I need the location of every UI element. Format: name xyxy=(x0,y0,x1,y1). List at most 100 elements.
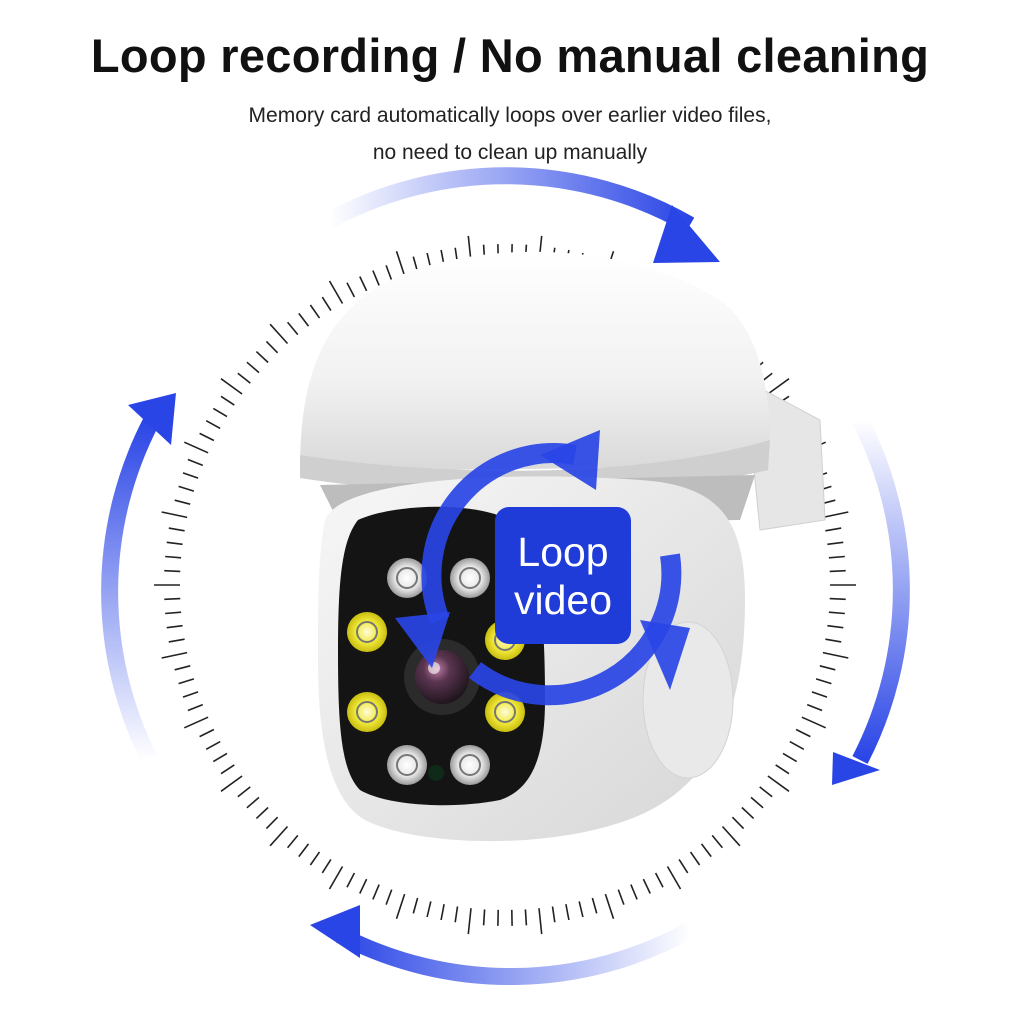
tick-mark xyxy=(269,825,289,847)
tick-mark xyxy=(591,897,598,914)
tick-mark xyxy=(551,906,556,923)
tick-mark xyxy=(205,419,221,430)
tick-mark xyxy=(246,796,260,809)
tick-mark xyxy=(255,806,269,819)
tick-mark xyxy=(678,858,689,874)
tick-mark xyxy=(212,407,228,418)
tick-mark xyxy=(828,555,845,559)
tick-mark xyxy=(328,280,344,304)
yellow-led-icon xyxy=(485,692,525,732)
tick-mark xyxy=(412,897,419,914)
tick-mark xyxy=(321,296,332,312)
tick-mark xyxy=(372,270,380,286)
tick-mark xyxy=(182,691,199,698)
tick-mark xyxy=(321,858,332,874)
tick-mark xyxy=(721,825,741,847)
tick-mark xyxy=(286,834,299,849)
tick-mark xyxy=(395,893,406,920)
tick-mark xyxy=(187,703,204,712)
tick-mark xyxy=(806,703,823,712)
tick-mark xyxy=(822,511,849,519)
white-led-icon xyxy=(450,558,490,598)
tick-mark xyxy=(165,611,182,615)
loop-video-badge: Loop video xyxy=(495,507,631,644)
tick-mark xyxy=(741,806,755,819)
led-ring xyxy=(459,754,481,776)
led-ring xyxy=(396,754,418,776)
tick-mark xyxy=(775,764,790,775)
tick-mark xyxy=(426,901,432,918)
tick-mark xyxy=(164,569,181,573)
tick-mark xyxy=(654,872,664,888)
page-title: Loop recording / No manual cleaning xyxy=(90,29,930,82)
tick-mark xyxy=(385,889,393,905)
tick-mark xyxy=(255,351,269,364)
tick-mark xyxy=(795,728,811,738)
led-ring xyxy=(396,567,418,589)
security-camera-icon xyxy=(300,251,826,842)
badge-line-2: video xyxy=(513,576,612,623)
tick-mark xyxy=(237,786,251,798)
tick-mark xyxy=(359,878,368,894)
tick-mark xyxy=(237,372,251,384)
tick-mark xyxy=(815,678,832,685)
tick-mark xyxy=(829,569,846,573)
tick-mark xyxy=(829,597,846,601)
tick-mark xyxy=(767,378,790,395)
tick-mark xyxy=(183,716,209,729)
tick-mark xyxy=(212,752,228,763)
tick-mark xyxy=(161,651,188,659)
tick-mark xyxy=(711,834,724,849)
tick-mark xyxy=(164,597,181,601)
tick-mark xyxy=(269,323,289,345)
tick-mark xyxy=(759,786,773,798)
subtitle-line-1: Memory card automatically loops over ear… xyxy=(248,104,772,127)
yellow-led-icon xyxy=(347,612,387,652)
tick-mark xyxy=(199,728,215,738)
tick-mark xyxy=(825,638,842,643)
yellow-led-icon xyxy=(347,692,387,732)
tick-mark xyxy=(767,775,790,792)
tick-mark xyxy=(467,908,472,935)
led-ring xyxy=(356,701,378,723)
badge-line-1: Loop xyxy=(517,528,609,575)
circular-arrows-icon xyxy=(101,167,910,986)
led-ring xyxy=(356,621,378,643)
tick-mark xyxy=(819,665,836,671)
tick-mark xyxy=(220,775,243,792)
tick-mark xyxy=(168,527,185,532)
page-subtitle: Memory card automatically loops over ear… xyxy=(0,97,1020,171)
white-led-icon xyxy=(387,745,427,785)
tick-mark xyxy=(604,893,615,920)
white-led-icon xyxy=(387,558,427,598)
tick-mark xyxy=(346,872,356,888)
tick-mark xyxy=(168,638,185,643)
white-led-icon xyxy=(450,745,490,785)
tick-mark xyxy=(782,752,798,763)
tick-mark xyxy=(178,678,195,685)
tick-mark xyxy=(309,851,321,866)
tick-mark xyxy=(666,866,682,890)
tick-mark xyxy=(700,843,712,858)
tick-mark xyxy=(174,665,191,671)
tick-mark xyxy=(811,691,828,698)
tick-mark xyxy=(183,441,209,454)
tick-mark xyxy=(265,816,279,830)
tick-mark xyxy=(286,321,299,336)
tick-mark xyxy=(166,541,183,546)
tick-mark xyxy=(220,395,235,406)
tick-mark xyxy=(182,472,199,479)
tick-mark xyxy=(827,541,844,546)
tick-mark xyxy=(246,361,260,374)
tick-mark xyxy=(565,904,570,921)
tick-mark xyxy=(385,265,393,281)
tick-mark xyxy=(482,909,486,926)
tick-mark xyxy=(828,611,845,615)
tick-mark xyxy=(731,816,745,830)
tick-mark xyxy=(617,889,625,905)
tick-mark xyxy=(346,282,356,298)
tick-mark xyxy=(166,624,183,629)
tick-mark xyxy=(205,740,221,751)
tick-mark xyxy=(395,250,406,277)
